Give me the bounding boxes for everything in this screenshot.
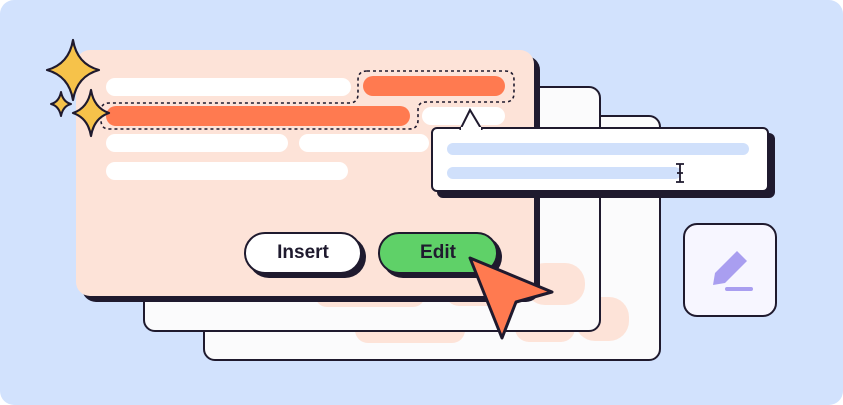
highlight-selected-2	[106, 106, 410, 126]
edit-button[interactable]: Edit	[378, 232, 498, 274]
pencil-icon	[713, 251, 753, 291]
highlight-selected-1	[363, 76, 505, 96]
sparkle-icon-small	[50, 91, 72, 117]
sparkle-icon-medium	[71, 88, 111, 138]
sparkle-icon-large	[45, 38, 101, 102]
text-line-2-end	[422, 107, 505, 125]
popup-pointer	[459, 107, 483, 130]
text-line-1	[106, 78, 351, 96]
text-line-3b	[299, 134, 429, 152]
text-cursor-icon	[676, 163, 684, 183]
popup-input-line-2[interactable]	[447, 167, 681, 179]
front-card: Insert Edit	[76, 50, 534, 296]
text-line-4	[106, 162, 348, 180]
insert-button[interactable]: Insert	[244, 232, 362, 274]
arrow-pointer-icon	[468, 256, 554, 340]
popup-input-line-1	[447, 143, 749, 155]
text-line-3a	[106, 134, 288, 152]
edit-popup[interactable]	[431, 127, 769, 192]
edit-tile[interactable]	[683, 223, 777, 317]
selection-dashed-path	[100, 70, 515, 130]
sparkle-icon	[45, 38, 111, 138]
